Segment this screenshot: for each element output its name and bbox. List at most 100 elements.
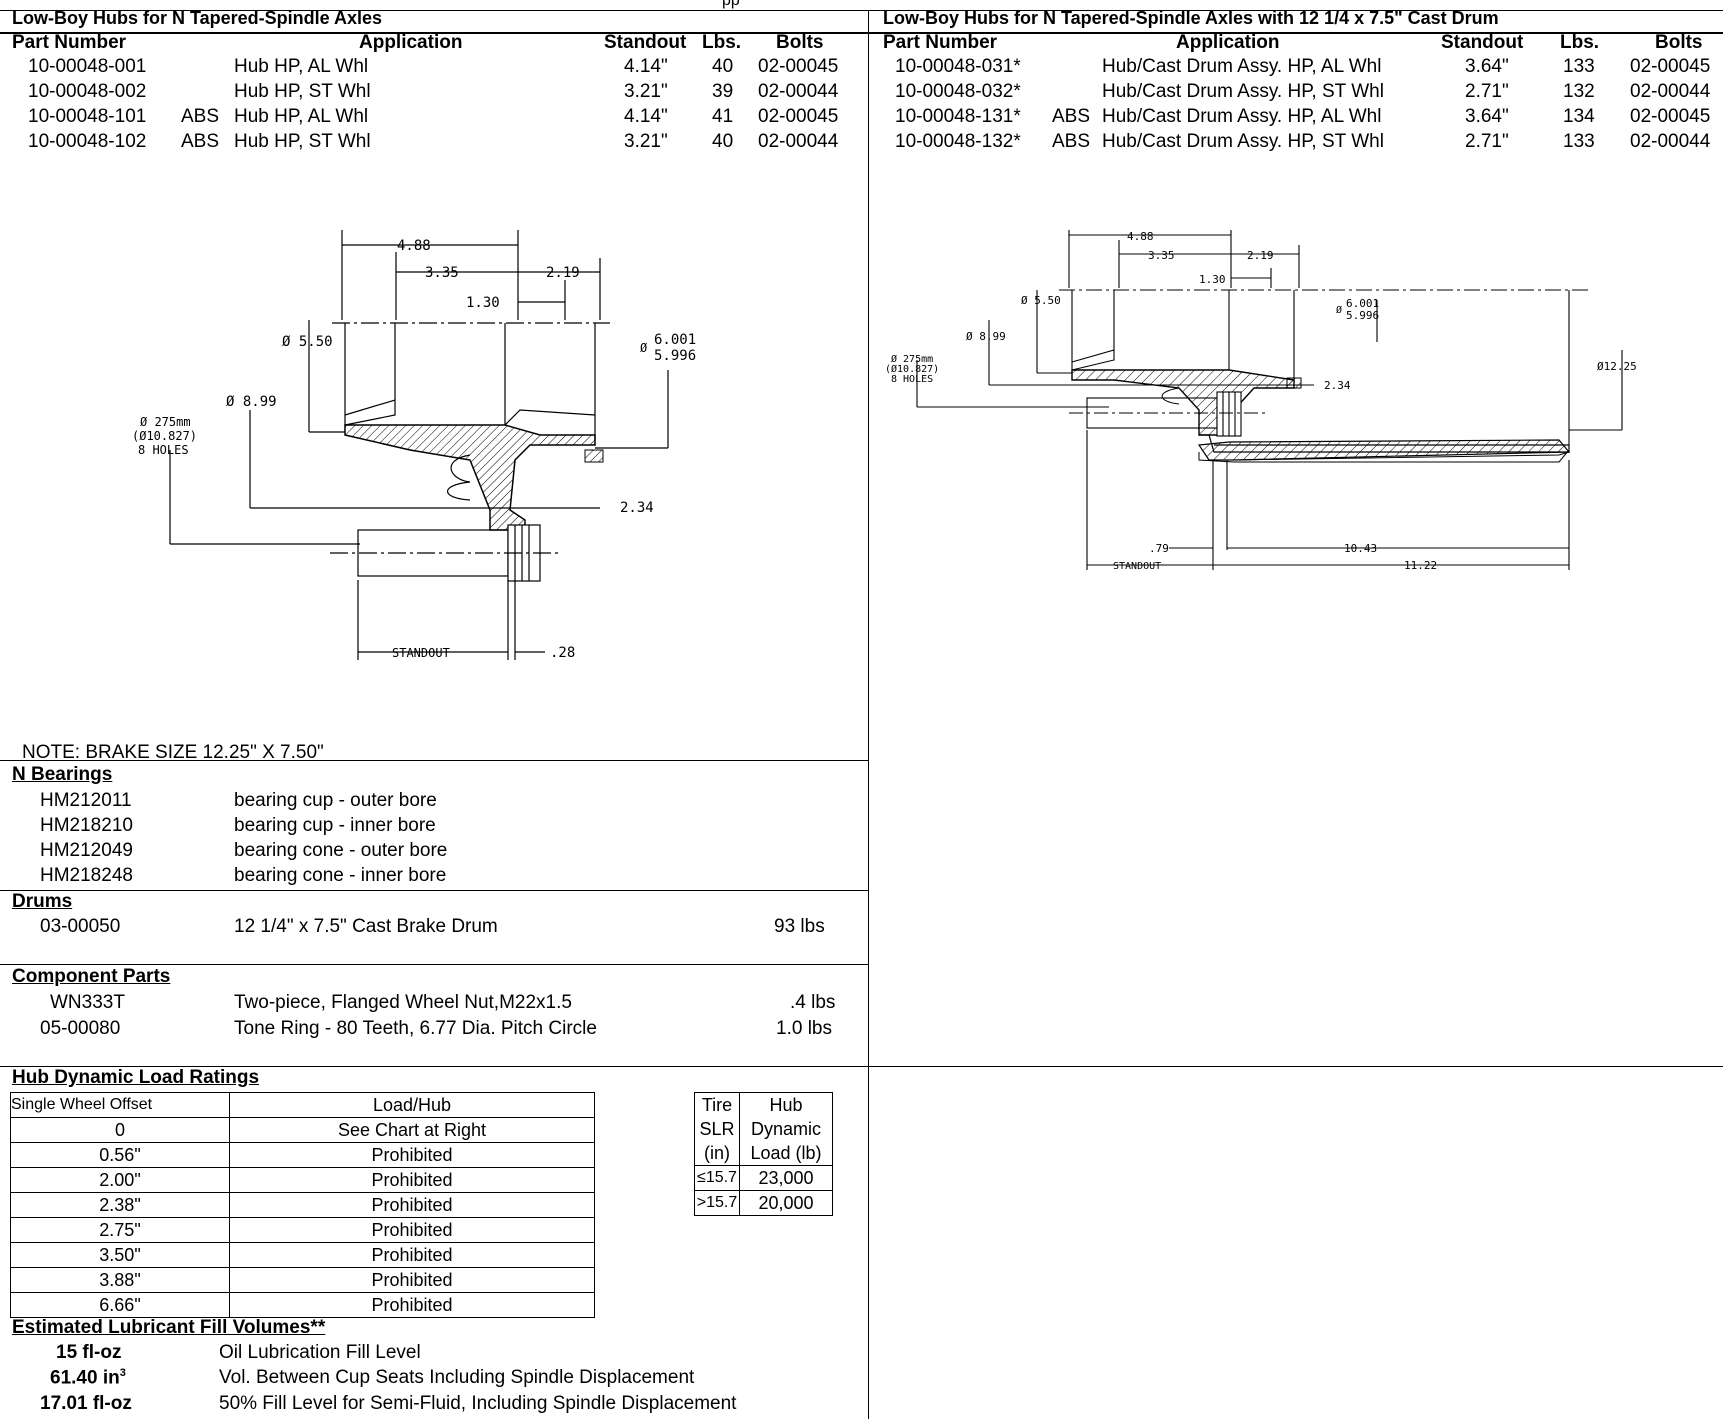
svg-text:2.19: 2.19 xyxy=(1247,249,1274,262)
list-item: 1.0 lbs xyxy=(776,1018,832,1039)
table-cell: 10-00048-132* xyxy=(895,131,1021,152)
load-ratings-divider xyxy=(0,1066,1723,1067)
table-cell: 02-00045 xyxy=(758,106,839,127)
svg-text:Ø12.25: Ø12.25 xyxy=(1597,360,1637,373)
table-cell: 02-00045 xyxy=(1630,106,1711,127)
lubricant-value: 17.01 fl-oz xyxy=(40,1393,132,1415)
svg-text:Ø 5.50: Ø 5.50 xyxy=(282,334,333,350)
table-cell: 41 xyxy=(712,106,734,127)
svg-text:Ø 8.99: Ø 8.99 xyxy=(226,394,277,410)
table-cell: 3.64" xyxy=(1465,56,1509,77)
table-cell: ABS xyxy=(181,131,220,152)
table-cell: 10-00048-102 xyxy=(28,131,147,152)
svg-text:Ø 8.99: Ø 8.99 xyxy=(966,330,1006,343)
table-cell: Prohibited xyxy=(229,1292,595,1318)
table-cell: 4.14" xyxy=(624,56,668,77)
list-item: bearing cone - outer bore xyxy=(234,840,448,861)
table-cell: 3.88" xyxy=(10,1267,230,1293)
svg-text:STANDOUT: STANDOUT xyxy=(1113,561,1161,572)
lubricant-desc: Vol. Between Cup Seats Including Spindle… xyxy=(219,1367,695,1388)
svg-text:Ø 5.50: Ø 5.50 xyxy=(1021,294,1061,307)
list-item: 03-00050 xyxy=(40,916,121,937)
table-cell: Hub HP, ST Whl xyxy=(234,81,371,102)
list-item: bearing cone - inner bore xyxy=(234,865,447,886)
table-cell: 134 xyxy=(1563,106,1595,127)
svg-text:4.88: 4.88 xyxy=(1127,230,1154,243)
load-header: Load/Hub xyxy=(229,1092,595,1118)
list-item: Two-piece, Flanged Wheel Nut,M22x1.5 xyxy=(234,992,572,1013)
list-item: HM212049 xyxy=(40,840,133,861)
table-cell: ≤15.7 xyxy=(694,1165,740,1191)
table-cell: 10-00048-001 xyxy=(28,56,147,77)
table-cell: 2.71" xyxy=(1465,81,1509,102)
table-cell: 2.00" xyxy=(10,1167,230,1193)
svg-text:2.34: 2.34 xyxy=(620,500,654,516)
list-item: Tone Ring - 80 Teeth, 6.77 Dia. Pitch Ci… xyxy=(234,1018,597,1039)
lubricant-desc: Oil Lubrication Fill Level xyxy=(219,1342,421,1363)
svg-text:8 HOLES: 8 HOLES xyxy=(138,443,189,457)
table-cell: Prohibited xyxy=(229,1167,595,1193)
top-border xyxy=(0,10,1723,11)
svg-text:Ø: Ø xyxy=(1336,304,1342,316)
table-cell: 02-00045 xyxy=(1630,56,1711,77)
svg-text:10.43: 10.43 xyxy=(1344,542,1377,555)
table-cell: 02-00044 xyxy=(1630,81,1711,102)
table-cell: 4.14" xyxy=(624,106,668,127)
svg-text:.28: .28 xyxy=(550,645,575,661)
list-item: HM218248 xyxy=(40,865,133,886)
svg-text:11.22: 11.22 xyxy=(1404,559,1437,572)
lubricant-value: 61.40 in3 xyxy=(50,1367,126,1389)
table-cell: Hub HP, ST Whl xyxy=(234,131,371,152)
table-cell: 132 xyxy=(1563,81,1595,102)
table-cell: 23,000 xyxy=(739,1165,833,1191)
table-cell: 2.71" xyxy=(1465,131,1509,152)
table-cell: 02-00044 xyxy=(1630,131,1711,152)
svg-text:5.996: 5.996 xyxy=(1346,309,1379,322)
list-item: bearing cup - inner bore xyxy=(234,815,436,836)
table-cell: 6.66" xyxy=(10,1292,230,1318)
table-cell: 3.64" xyxy=(1465,106,1509,127)
table-cell: 2.75" xyxy=(10,1217,230,1243)
left-col-part: Part Number xyxy=(12,32,127,53)
right-col-part: Part Number xyxy=(883,32,998,53)
lubricant-title: Estimated Lubricant Fill Volumes** xyxy=(12,1317,326,1338)
svg-text:(Ø10.827): (Ø10.827) xyxy=(132,429,197,443)
table-cell: Hub/Cast Drum Assy. HP, ST Whl xyxy=(1102,81,1384,102)
table-cell: 3.50" xyxy=(10,1242,230,1268)
svg-text:4.88: 4.88 xyxy=(397,238,431,254)
table-cell: 133 xyxy=(1563,56,1595,77)
svg-text:.79: .79 xyxy=(1149,542,1169,555)
lubricant-value-sup: 3 xyxy=(119,1367,126,1379)
load-ratings-title: Hub Dynamic Load Ratings xyxy=(12,1067,260,1088)
table-cell: 10-00048-002 xyxy=(28,81,147,102)
tire-header: Tire xyxy=(694,1092,740,1117)
table-cell: 02-00044 xyxy=(758,131,839,152)
svg-text:Ø 275mm: Ø 275mm xyxy=(891,353,933,365)
table-cell: 0.56" xyxy=(10,1142,230,1168)
left-col-application: Application xyxy=(359,32,463,53)
svg-text:8 HOLES: 8 HOLES xyxy=(891,374,933,385)
right-col-lbs: Lbs. xyxy=(1560,32,1600,53)
svg-text:3.35: 3.35 xyxy=(425,265,459,281)
left-hub-drawing: 4.88 3.35 2.19 1.30 Ø 5.50 Ø 6.001 5.996… xyxy=(132,230,696,661)
svg-text:6.001: 6.001 xyxy=(654,332,696,348)
table-cell: 133 xyxy=(1563,131,1595,152)
table-cell: 39 xyxy=(712,81,734,102)
table-cell: Prohibited xyxy=(229,1267,595,1293)
svg-text:1.30: 1.30 xyxy=(466,295,500,311)
table-cell: 20,000 xyxy=(739,1190,833,1216)
table-cell: 02-00044 xyxy=(758,81,839,102)
right-col-application: Application xyxy=(1176,32,1280,53)
lubricant-desc: 50% Fill Level for Semi-Fluid, Including… xyxy=(219,1393,737,1414)
table-cell: Hub/Cast Drum Assy. HP, AL Whl xyxy=(1102,106,1382,127)
svg-text:Ø: Ø xyxy=(640,341,648,355)
lubricant-value-text: 61.40 in xyxy=(50,1367,120,1389)
table-cell: 10-00048-032* xyxy=(895,81,1021,102)
hub-header: Load (lb) xyxy=(739,1141,833,1166)
tire-load-table: Tire Hub SLR Dynamic (in) Load (lb) ≤15.… xyxy=(694,1092,833,1216)
left-col-bolts: Bolts xyxy=(776,32,824,53)
table-cell: 0 xyxy=(10,1117,230,1143)
right-table-title: Low-Boy Hubs for N Tapered-Spindle Axles… xyxy=(883,8,1499,28)
table-cell: Prohibited xyxy=(229,1217,595,1243)
table-cell: 10-00048-101 xyxy=(28,106,147,127)
